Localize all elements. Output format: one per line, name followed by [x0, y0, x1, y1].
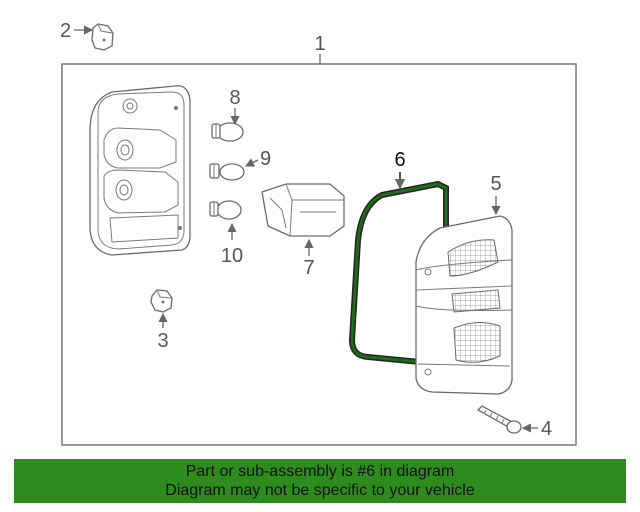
callout-9[interactable]: 9 [260, 148, 271, 170]
part-2-socket[interactable] [91, 23, 114, 51]
callout-6[interactable]: 6 [394, 149, 405, 171]
part-9-bulb[interactable] [209, 163, 245, 181]
info-banner: Part or sub-assembly is #6 in diagram Di… [14, 459, 626, 503]
part-6-gasket[interactable] [348, 180, 449, 365]
callout-1[interactable]: 1 [314, 33, 325, 55]
part-4-screw[interactable] [476, 405, 522, 434]
part-10-bulb[interactable] [209, 200, 242, 220]
part-5-lamp-assembly[interactable] [415, 215, 513, 395]
callout-2[interactable]: 2 [60, 20, 71, 42]
assembly-frame [61, 63, 577, 446]
banner-line-1: Part or sub-assembly is #6 in diagram [185, 463, 455, 480]
part-7-lens[interactable] [261, 183, 345, 237]
callout-5[interactable]: 5 [490, 173, 501, 195]
callout-4[interactable]: 4 [541, 418, 552, 440]
callout-8[interactable]: 8 [229, 87, 240, 109]
callout-3[interactable]: 3 [157, 330, 168, 352]
callout-9-arrow [244, 158, 259, 167]
parts-diagram: 1 2 8 9 [60, 20, 577, 446]
callout-7[interactable]: 7 [303, 257, 314, 279]
banner-line-2: Diagram may not be specific to your vehi… [165, 482, 475, 499]
part-8-bulb[interactable] [211, 122, 244, 142]
callout-10[interactable]: 10 [221, 245, 243, 267]
part-3-socket[interactable] [150, 289, 173, 313]
tail-lamp-housing [89, 85, 191, 256]
